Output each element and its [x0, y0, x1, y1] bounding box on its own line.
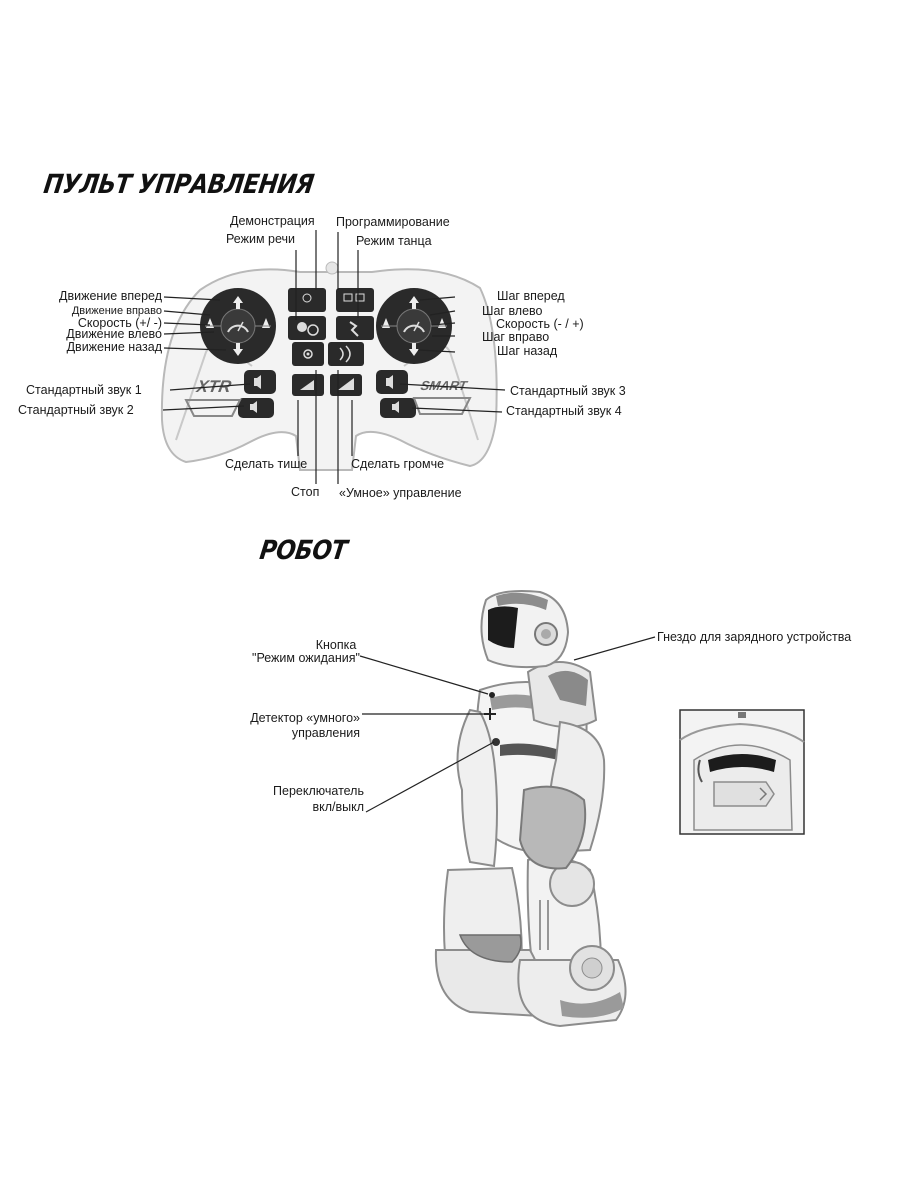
speech-button[interactable] — [288, 316, 326, 340]
label-demo: Демонстрация — [230, 214, 315, 228]
label-stop: Стоп — [291, 485, 320, 499]
remote-leader-lines — [162, 230, 506, 484]
label-step-back: Шаг назад — [497, 344, 558, 358]
label-switch-2: вкл/выкл — [312, 800, 364, 814]
label-standby-1: Кнопка — [315, 638, 357, 652]
label-detector-1: Детектор «умного» — [250, 711, 360, 725]
volume-down-button[interactable] — [292, 374, 324, 396]
label-sound4: Стандартный звук 4 — [506, 404, 622, 418]
smart-control-button[interactable] — [328, 342, 364, 366]
sound4-button[interactable] — [380, 398, 416, 418]
label-louder: Сделать громче — [351, 457, 445, 471]
xtr-logo: XTR — [194, 376, 233, 396]
label-step-forward: Шаг вперед — [497, 289, 565, 303]
label-back: Движение назад — [66, 340, 162, 354]
robot-leader-lines — [359, 636, 656, 813]
label-sound2: Стандартный звук 2 — [18, 403, 134, 417]
label-sound3: Стандартный звук 3 — [510, 384, 626, 398]
label-smart: «Умное» управление — [339, 486, 462, 500]
label-program: Программирование — [336, 215, 450, 229]
label-step-left: Шаг влево — [482, 304, 543, 318]
label-sound1: Стандартный звук 1 — [26, 383, 142, 397]
robot-illustration — [434, 590, 627, 1028]
sound3-button[interactable] — [376, 370, 408, 394]
stop-button[interactable] — [292, 342, 324, 366]
label-left: Движение влево — [66, 327, 162, 341]
label-detector-2: управления — [291, 726, 360, 740]
label-forward: Движение вперед — [59, 289, 162, 303]
charger-inset — [679, 709, 805, 835]
demo-button[interactable] — [288, 288, 326, 312]
left-dpad[interactable] — [200, 288, 276, 364]
sound1-button[interactable] — [244, 370, 276, 394]
label-quieter: Сделать тише — [225, 457, 308, 471]
label-speed-left: Скорость (+/ -) — [77, 316, 162, 330]
label-dance: Режим танца — [356, 234, 432, 248]
dance-button[interactable] — [336, 316, 374, 340]
label-speed-right: Скорость (- / +) — [496, 317, 584, 331]
volume-up-button[interactable] — [330, 374, 362, 396]
program-button[interactable] — [336, 288, 374, 312]
right-dpad[interactable] — [376, 288, 452, 364]
label-charger: Гнездо для зарядного устройства — [657, 630, 852, 644]
label-switch-1: Переключатель — [273, 784, 364, 798]
smart-logo: SMART — [419, 378, 469, 393]
label-speech: Режим речи — [226, 232, 295, 246]
label-step-right: Шаг вправо — [482, 330, 550, 344]
label-right: Движение вправо — [71, 305, 162, 317]
sound2-button[interactable] — [238, 398, 274, 418]
label-standby-2: "Режим ожидания" — [252, 651, 360, 665]
